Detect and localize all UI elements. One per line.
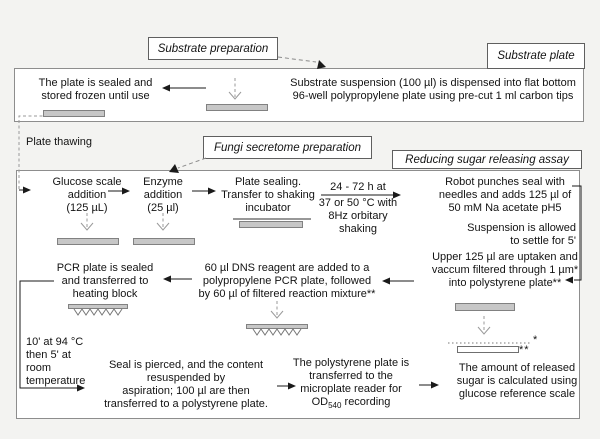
footnote-single-star: * — [533, 334, 539, 346]
od-label: OD — [311, 395, 329, 408]
substrate-preparation-label: Substrate preparation — [148, 37, 278, 60]
seal-pierced-text: Seal is pierced, and the content resuspe… — [104, 359, 268, 410]
plate-sealing-text: Plate sealing. Transfer to shaking incub… — [221, 176, 315, 214]
heating-time-text: 10' at 94 °C then 5' at room temperature — [26, 336, 86, 387]
reducing-assay-label-text: Reducing sugar releasing assay — [405, 153, 569, 166]
incubation-conditions-text: 37 or 50 °C with 8Hz orbitary shaking — [318, 197, 398, 235]
pcr-sealed-text: PCR plate is sealed and transferred to h… — [56, 262, 154, 300]
substrate-plate-icon — [206, 104, 268, 111]
substrate-plate-label: Substrate plate — [487, 43, 585, 69]
assay-box — [16, 170, 580, 419]
reader-text-lines: The polystyrene plate is transferred to … — [292, 357, 410, 395]
enzyme-plate-icon — [133, 238, 195, 245]
footnote-double-star: ** — [519, 344, 530, 356]
sealed-stored-text: The plate is sealed and stored frozen un… — [38, 77, 153, 102]
robot-punches-text: Robot punches seal with needles and adds… — [438, 176, 572, 214]
heating-block-icon — [68, 304, 128, 322]
enzyme-addition-text: Enzyme addition (25 µl) — [143, 176, 183, 214]
sealed-incubator-plate-icon — [239, 221, 303, 228]
incubation-time-text: 24 - 72 h at — [330, 181, 386, 193]
reader-text: The polystyrene plate is transferred to … — [287, 357, 415, 410]
substrate-preparation-box — [14, 68, 584, 122]
substrate-preparation-label-text: Substrate preparation — [157, 42, 269, 55]
glucose-addition-text: Glucose scale addition (125 µL) — [52, 176, 122, 214]
fungi-secretome-label: Fungi secretome preparation — [203, 136, 372, 159]
polystyrene-plate-icon — [455, 303, 515, 311]
substrate-plate-label-text: Substrate plate — [497, 50, 575, 62]
frozen-plate-icon — [43, 110, 105, 117]
od-recording: recording — [341, 395, 391, 408]
reducing-assay-label: Reducing sugar releasing assay — [392, 150, 582, 169]
filtered-plate-icon — [457, 346, 519, 353]
glucose-plate-icon — [57, 238, 119, 245]
dispense-text: Substrate suspension (100 µl) is dispens… — [290, 77, 576, 102]
suspension-settle-text: Suspension is allowed to settle for 5' — [467, 222, 576, 247]
upper-filter-text: Upper 125 µl are uptaken and vaccum filt… — [431, 251, 579, 289]
od-subscript: 540 — [328, 400, 342, 410]
dns-reagent-text: 60 µl DNS reagent are added to a polypro… — [198, 262, 376, 300]
fungi-secretome-label-text: Fungi secretome preparation — [213, 141, 362, 154]
released-sugar-text: The amount of released sugar is calculat… — [456, 362, 578, 400]
plate-thawing-text: Plate thawing — [26, 136, 93, 148]
heating-block-icon — [246, 324, 308, 342]
